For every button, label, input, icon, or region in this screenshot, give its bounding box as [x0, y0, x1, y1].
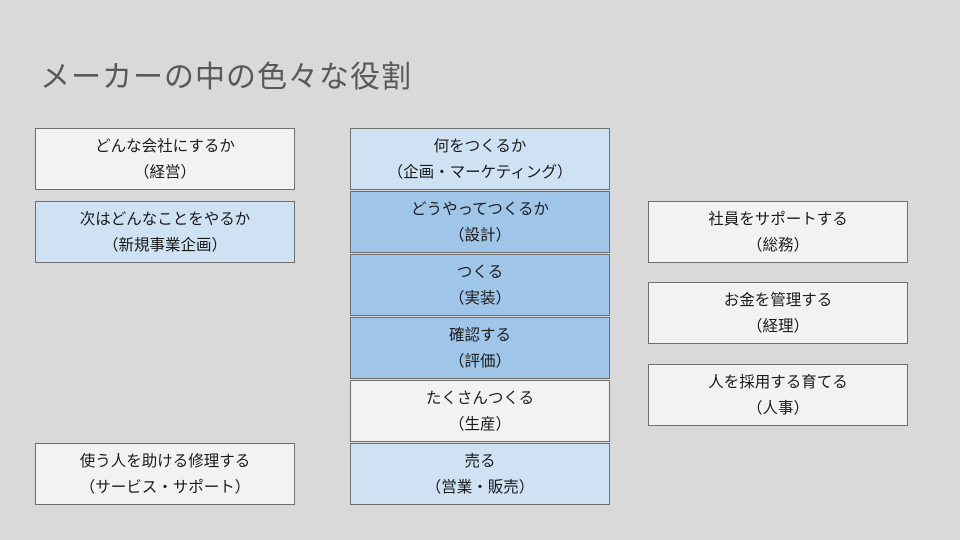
- role-description: 社員をサポートする: [708, 210, 848, 228]
- role-department: （評価）: [448, 352, 511, 370]
- role-department: （実装）: [448, 289, 511, 307]
- role-box-human-resources: 人を採用する育てる （人事）: [648, 364, 908, 426]
- role-box-production: たくさんつくる （生産）: [350, 380, 610, 442]
- role-description: お金を管理する: [723, 291, 833, 309]
- role-description: たくさんつくる: [425, 389, 535, 407]
- role-description: つくる: [456, 263, 504, 281]
- role-department: （総務）: [746, 236, 809, 254]
- role-department: （営業・販売）: [425, 478, 535, 496]
- role-description: 人を採用する育てる: [708, 373, 848, 391]
- role-description: どうやってつくるか: [410, 200, 550, 218]
- role-department: （企画・マーケティング）: [387, 163, 573, 181]
- role-box-evaluation: 確認する （評価）: [350, 317, 610, 379]
- role-description: 何をつくるか: [433, 137, 527, 155]
- role-box-management: どんな会社にするか （経営）: [35, 128, 295, 190]
- role-description: 使う人を助ける修理する: [79, 452, 251, 470]
- role-box-planning-marketing: 何をつくるか （企画・マーケティング）: [350, 128, 610, 190]
- role-department: （設計）: [448, 226, 511, 244]
- role-department: （経営）: [133, 163, 196, 181]
- role-department: （新規事業企画）: [102, 236, 227, 254]
- role-box-implementation: つくる （実装）: [350, 254, 610, 316]
- role-department: （生産）: [448, 415, 511, 433]
- role-description: 次はどんなことをやるか: [79, 210, 251, 228]
- role-department: （経理）: [746, 317, 809, 335]
- role-department: （人事）: [746, 399, 809, 417]
- role-department: （サービス・サポート）: [79, 478, 251, 496]
- role-description: 確認する: [448, 326, 511, 344]
- role-box-design: どうやってつくるか （設計）: [350, 191, 610, 253]
- role-box-general-affairs: 社員をサポートする （総務）: [648, 201, 908, 263]
- role-box-new-business: 次はどんなことをやるか （新規事業企画）: [35, 201, 295, 263]
- role-description: どんな会社にするか: [95, 137, 235, 155]
- page-title: メーカーの中の色々な役割: [40, 60, 412, 95]
- role-box-service-support: 使う人を助ける修理する （サービス・サポート）: [35, 443, 295, 505]
- role-box-accounting: お金を管理する （経理）: [648, 282, 908, 344]
- role-description: 売る: [464, 452, 496, 470]
- role-box-sales: 売る （営業・販売）: [350, 443, 610, 505]
